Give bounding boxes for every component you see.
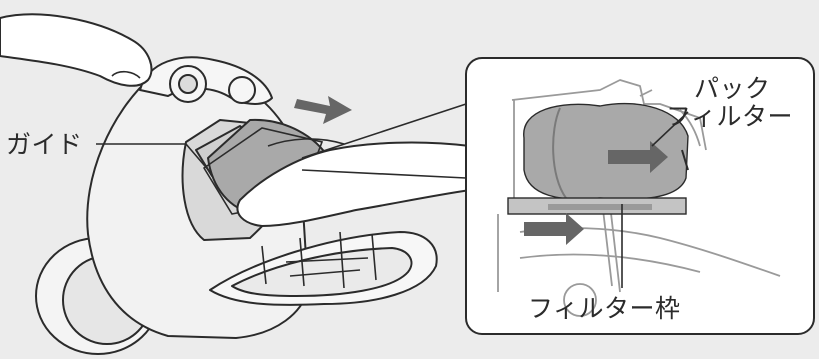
label-guide: ガイド bbox=[6, 132, 83, 157]
label-filter-frame: フィルター枠 bbox=[528, 296, 681, 321]
filter-frame bbox=[508, 198, 686, 214]
label-pack-filter-line2: フィルター bbox=[666, 104, 793, 129]
pack-filter bbox=[524, 104, 688, 200]
right-arrow-icon bbox=[294, 96, 352, 124]
label-pack-filter-line1: パック bbox=[694, 76, 771, 101]
hand-top bbox=[0, 14, 151, 85]
